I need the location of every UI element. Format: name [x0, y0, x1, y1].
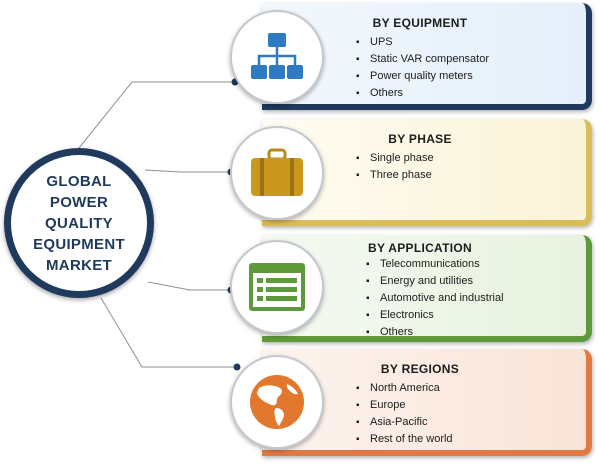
market-title-line: QUALITY	[45, 214, 113, 232]
segment-title: BY EQUIPMENT	[372, 16, 468, 30]
segment-list: North America Europe Asia-Pacific Rest o…	[356, 380, 453, 448]
list-item: Europe	[356, 397, 453, 414]
list-item: UPS	[356, 34, 489, 51]
globe-icon	[250, 375, 304, 429]
briefcase-icon	[251, 148, 303, 196]
market-title: GLOBAL POWER QUALITY EQUIPMENT MARKET	[19, 171, 139, 276]
list-item: Three phase	[356, 167, 434, 184]
segment-list: UPS Static VAR compensator Power quality…	[356, 34, 489, 102]
list-item: Others	[356, 85, 489, 102]
market-hub: GLOBAL POWER QUALITY EQUIPMENT MARKET	[4, 148, 154, 298]
segment-list: Single phase Three phase	[356, 150, 434, 184]
segment-title: BY PHASE	[388, 132, 452, 146]
connector-phase	[144, 169, 230, 173]
market-title-line: MARKET	[46, 256, 112, 274]
list-item: Rest of the world	[356, 431, 453, 448]
list-item: Electronics	[366, 307, 504, 324]
list-item: Static VAR compensator	[356, 51, 489, 68]
connector-equipment	[78, 81, 234, 149]
market-title-line: EQUIPMENT	[33, 235, 125, 253]
phase-icon-badge	[230, 126, 324, 220]
market-title-line: POWER	[49, 193, 109, 211]
connector-dot-regions	[233, 363, 241, 371]
application-icon-badge	[230, 240, 324, 334]
segment-title: BY APPLICATION	[368, 241, 472, 255]
list-item: Single phase	[356, 150, 434, 167]
segment-title: BY REGIONS	[380, 362, 460, 376]
connector-regions	[100, 297, 236, 368]
list-item: Power quality meters	[356, 68, 489, 85]
regions-icon-badge	[230, 355, 324, 449]
list-item: Telecommunications	[366, 256, 504, 273]
hierarchy-icon	[251, 33, 303, 79]
equipment-icon-badge	[230, 10, 324, 104]
list-item: Others	[366, 324, 504, 341]
list-item: Energy and utilities	[366, 273, 504, 290]
segment-list: Telecommunications Energy and utilities …	[366, 256, 504, 341]
list-item: Asia-Pacific	[356, 414, 453, 431]
connector-application	[147, 281, 230, 291]
list-window-icon	[249, 263, 305, 311]
market-title-line: GLOBAL	[46, 172, 112, 190]
list-item: North America	[356, 380, 453, 397]
list-item: Automotive and industrial	[366, 290, 504, 307]
